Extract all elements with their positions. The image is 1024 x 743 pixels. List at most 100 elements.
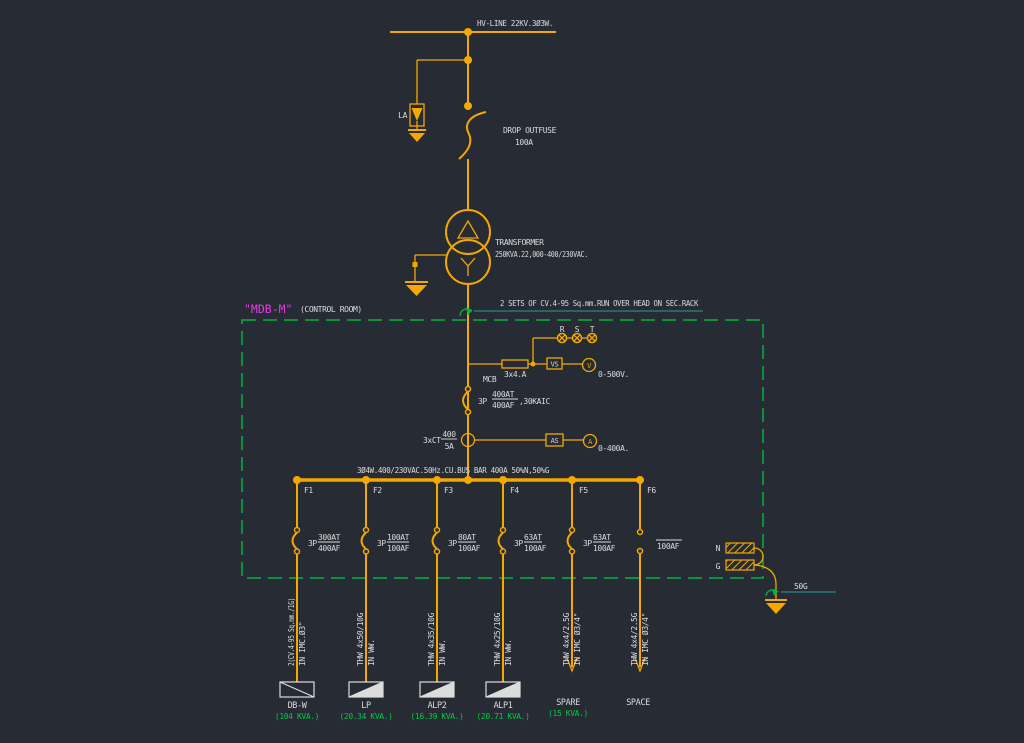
cable-conduit: IN IMC.Ø3"	[297, 622, 307, 666]
load-kva: (20.71 KVA.)	[477, 712, 530, 721]
neutral-ground-bond-wire	[753, 547, 764, 566]
cable-spec: THW 4x25/10G	[493, 612, 502, 666]
ammeter-range: 0-400A.	[598, 444, 629, 453]
dropout-fuse-rating: 100A	[515, 138, 533, 147]
voltmeter-icon	[581, 357, 597, 373]
load-name: ALP2	[428, 701, 447, 711]
feeder-id: F3	[444, 486, 453, 495]
breaker-poles: 3P	[514, 539, 523, 548]
voltmeter-label: V	[587, 362, 592, 370]
arrester-label: LA	[398, 111, 407, 120]
feeder-f4: F4 3P 63AT 100AF THW 4x25/10G IN WW. ALP…	[477, 482, 547, 721]
cable-spec: 2(CV.4-95 Sq.mm./1G)	[287, 598, 296, 666]
ct-ratio-secondary: 5A	[445, 442, 454, 451]
load-kva: (15 KVA.)	[548, 709, 588, 718]
transformer-secondary-icon	[445, 239, 491, 285]
feeder-f5: F5 3P 63AT 100AF THW 4x4/2.5G IN IMC Ø3/…	[548, 482, 616, 718]
load-name: LP	[361, 701, 371, 711]
feeder-f6: F6 100AF THW 4x4/2.5G IN IMC Ø3/4" SPACE	[626, 482, 682, 708]
dropout-fuse: DROP OUTFUSE 100A	[458, 111, 557, 211]
neutral-bar-label: N	[716, 544, 721, 553]
cable-spec: THW 4x4/2.5G	[562, 612, 571, 666]
breaker-frame: 100AF	[387, 544, 410, 553]
breaker-frame: 100AF	[593, 544, 616, 553]
breaker-frame: 100AF	[524, 544, 547, 553]
breaker-poles: 3P	[583, 539, 592, 548]
ct-ratio-primary: 400	[442, 430, 456, 439]
breaker-arc-icon	[462, 390, 469, 411]
feeder-id: F2	[373, 486, 382, 495]
phase-s-label: S	[575, 325, 580, 334]
feeder-f1: F1 3P 300AT 400AF 2(CV.4-95 Sq.mm./1G) I…	[275, 482, 341, 721]
breaker-trip: 300AT	[318, 533, 341, 542]
load-symbol-distribution-board-icon	[279, 681, 315, 698]
phase-t-label: T	[590, 325, 595, 334]
cable-conduit: IN IMC Ø3/4"	[572, 613, 582, 666]
main-breaker-frame: 400AF	[492, 401, 515, 410]
load-symbol-lighting-panel-icon	[419, 681, 455, 698]
lamp-x-icon	[573, 334, 581, 342]
space-arrow-icon	[634, 657, 646, 673]
voltmeter-range: 0-500V.	[598, 370, 629, 379]
main-breaker-poles: 3P	[478, 397, 487, 406]
transformer-spec: 250KVA.22,000-400/230VAC.	[495, 250, 588, 259]
breaker-arc-icon	[497, 531, 504, 550]
breaker-trip: 80AT	[458, 533, 476, 542]
load-name: ALP1	[494, 701, 513, 711]
metering-current-branch: 3xCT 400 5A AS A 0-400A.	[423, 430, 629, 453]
transformer-primary-icon	[445, 209, 491, 255]
ground-electrode-wire	[753, 564, 777, 600]
ground-symbol-icon	[766, 603, 786, 614]
cable-conduit: IN WW.	[504, 640, 513, 667]
cable-conduit: IN IMC Ø3/4"	[640, 613, 650, 666]
breaker-frame: 100AF	[458, 544, 481, 553]
load-name: SPACE	[626, 698, 650, 708]
breaker-poles: 3P	[308, 539, 317, 548]
dropout-fuse-icon	[458, 111, 487, 160]
ground-bar-label: G	[716, 562, 721, 571]
bus-bar: 3Ø4W.400/230VAC.50Hz.CU.BUS BAR 400A 50%…	[293, 465, 644, 484]
load-kva: (20.34 KVA.)	[340, 712, 393, 721]
cable-spec: THW 4x35/10G	[427, 612, 436, 666]
cable-spec: THW 4x4/2.5G	[630, 612, 639, 666]
bus-label: 3Ø4W.400/230VAC.50Hz.CU.BUS BAR 400A 50%…	[357, 465, 550, 475]
feeder-id: F4	[510, 486, 519, 495]
breaker-arc-icon	[566, 531, 573, 550]
control-fuse-icon	[501, 359, 529, 369]
ground-conductor-label: 50G	[794, 582, 808, 591]
feeder-f2: F2 3P 100AT 100AF THW 4x50/10G IN WW. LP…	[340, 482, 410, 721]
ct-label: 3xCT	[423, 436, 441, 445]
phase-lamp-r: R	[556, 325, 568, 344]
feeder-id: F6	[647, 486, 656, 495]
feeder-id: F5	[579, 486, 588, 495]
breaker-arc-icon	[291, 531, 298, 550]
panel-location: (CONTROL ROOM)	[300, 305, 362, 314]
frame-only-label: 100AF	[657, 542, 680, 551]
load-kva: (104 KVA.)	[275, 712, 319, 721]
ammeter-icon	[582, 433, 598, 449]
main-breaker: MCB 3P 400AT 400AF ,30KAIC	[462, 375, 551, 416]
wye-winding-icon	[460, 257, 476, 276]
cable-conduit: IN WW.	[438, 640, 447, 667]
breaker-poles: 3P	[448, 539, 457, 548]
metering-voltage-branch: 3x4.A R S T VS V 0-500V.	[468, 325, 629, 379]
breaker-poles: 3P	[377, 539, 386, 548]
voltmeter-selector-label: VS	[551, 361, 559, 369]
breaker-trip: 100AT	[387, 533, 410, 542]
load-name: DB-W	[288, 701, 308, 711]
breaker-arc-icon	[360, 531, 367, 550]
breaker-frame: 400AF	[318, 544, 341, 553]
ground-symbol-icon	[406, 285, 427, 296]
cable-spec: THW 4x50/10G	[356, 612, 365, 666]
spare-arrow-icon	[566, 657, 578, 673]
arrester-arrow-icon	[411, 108, 423, 121]
ammeter-selector-label: AS	[551, 437, 559, 445]
dropout-fuse-name: DROP OUTFUSE	[503, 126, 557, 135]
phase-lamp-s: S	[571, 325, 583, 344]
ammeter-label: A	[588, 438, 593, 446]
feeder-id: F1	[304, 486, 313, 495]
load-name: SPARE	[556, 698, 580, 708]
main-breaker-title: MCB	[483, 375, 497, 384]
leader-arrow-icon	[459, 308, 473, 317]
lamp-x-icon	[558, 334, 566, 342]
